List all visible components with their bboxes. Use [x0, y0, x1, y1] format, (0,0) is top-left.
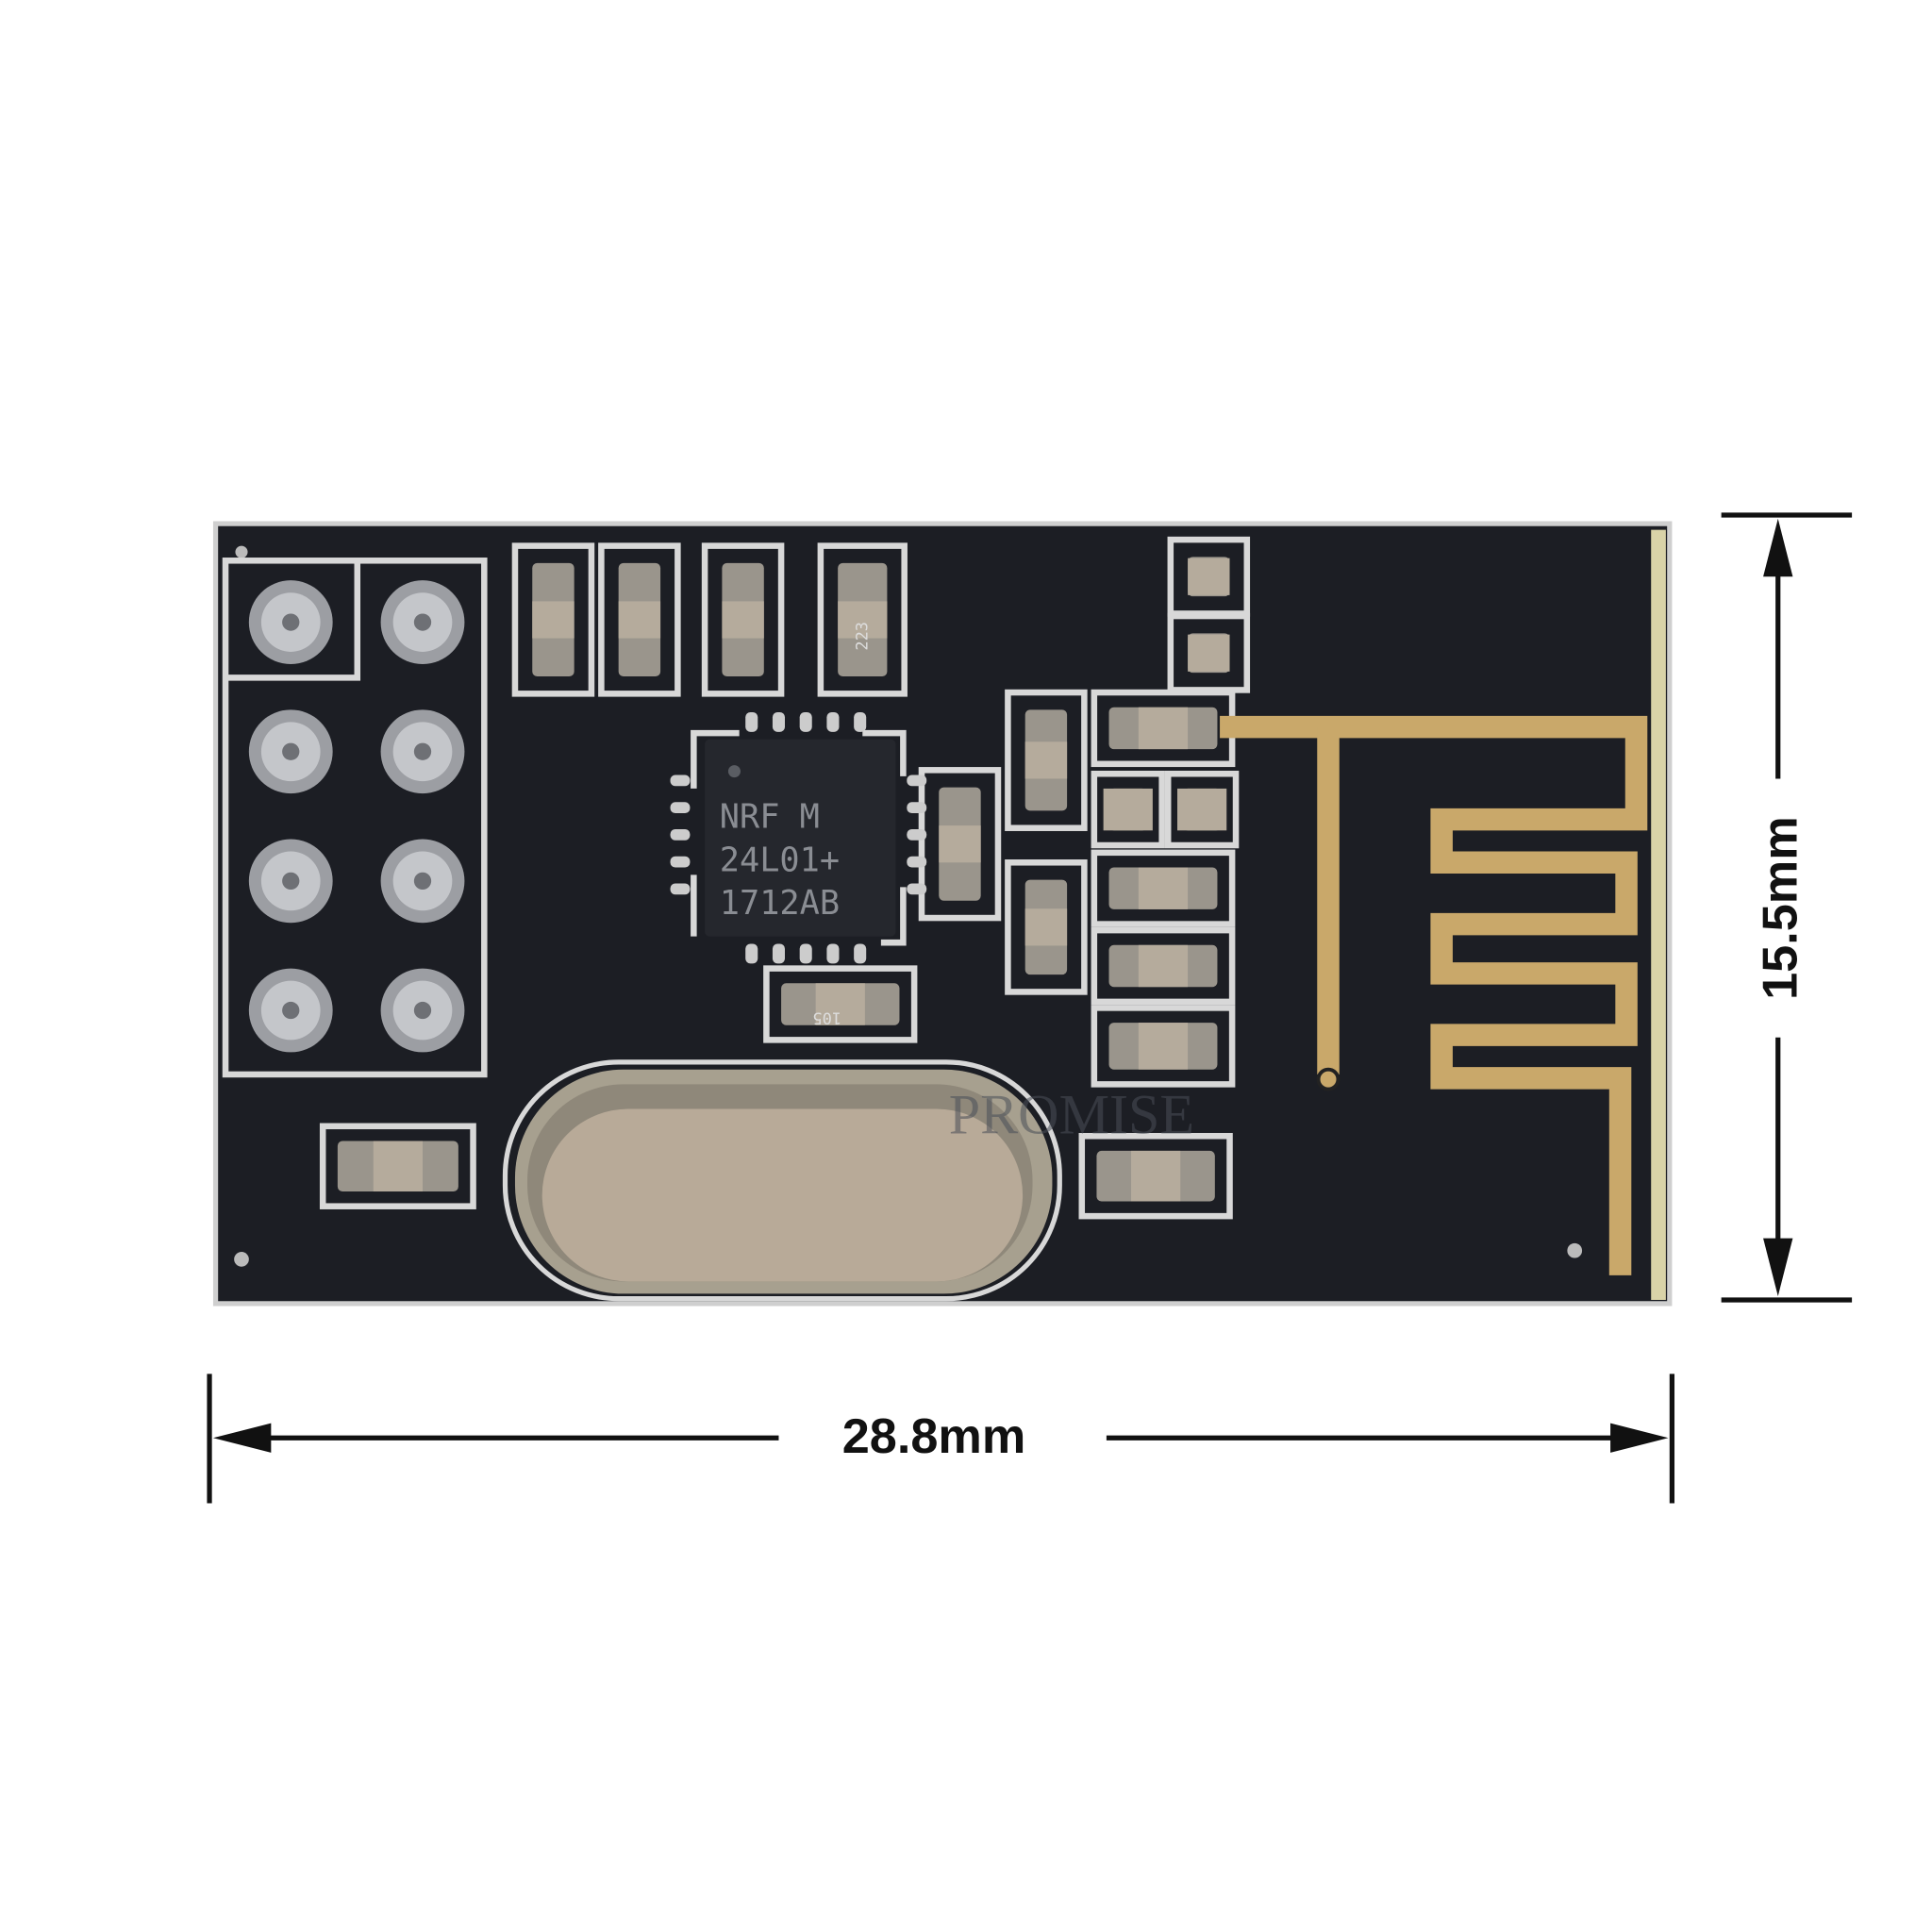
- header-pin: [380, 580, 465, 664]
- smd-component: [1005, 859, 1088, 995]
- smd-component: [1091, 689, 1236, 768]
- chip-marking-line-1: NRF M: [720, 798, 820, 837]
- smd-component: [511, 542, 595, 697]
- smd-components: [319, 536, 1251, 1220]
- smd-component: [763, 965, 918, 1043]
- height-label: 15.5mm: [1753, 816, 1807, 1000]
- antenna-via: [1316, 1067, 1341, 1091]
- header-pin: [380, 839, 465, 924]
- watermark: PROMISE: [949, 1083, 1194, 1146]
- smd-component: [918, 767, 1002, 922]
- header-pin: [248, 968, 333, 1053]
- height-dimension: [1721, 512, 1853, 1303]
- crystal-oscillator: [502, 1059, 1062, 1302]
- resistor-label-223: 223: [854, 622, 873, 651]
- width-dimension: [207, 1374, 1675, 1504]
- chip-marking-line-3: 1712AB: [720, 884, 840, 923]
- smd-component: [319, 1123, 476, 1209]
- smd-component: [1091, 849, 1236, 927]
- pcb-antenna: [1220, 715, 1648, 1275]
- width-label: 28.8mm: [842, 1409, 1026, 1464]
- smd-component: [1005, 689, 1088, 831]
- resistor-label-105: 105: [812, 1008, 841, 1027]
- header-pins: [248, 580, 465, 1053]
- header-pin: [248, 839, 333, 924]
- smd-component: [1164, 770, 1240, 849]
- smd-component: [1091, 1005, 1236, 1088]
- smd-component: [817, 542, 908, 697]
- smd-component: [598, 542, 681, 697]
- smd-component: [1091, 926, 1236, 1006]
- smd-component: [1091, 770, 1165, 849]
- header-pin: [248, 580, 333, 664]
- nrf24l01-chip: NRF M 24L01+ 1712AB: [670, 711, 927, 964]
- smd-component: [701, 542, 785, 697]
- smd-component: [1078, 1132, 1233, 1220]
- header-pin: [380, 709, 465, 794]
- header-pin: [248, 709, 333, 794]
- pin-header: [222, 558, 488, 1078]
- chip-marking-line-2: 24L01+: [720, 841, 840, 879]
- smd-component: [1167, 612, 1251, 693]
- header-pin: [380, 968, 465, 1053]
